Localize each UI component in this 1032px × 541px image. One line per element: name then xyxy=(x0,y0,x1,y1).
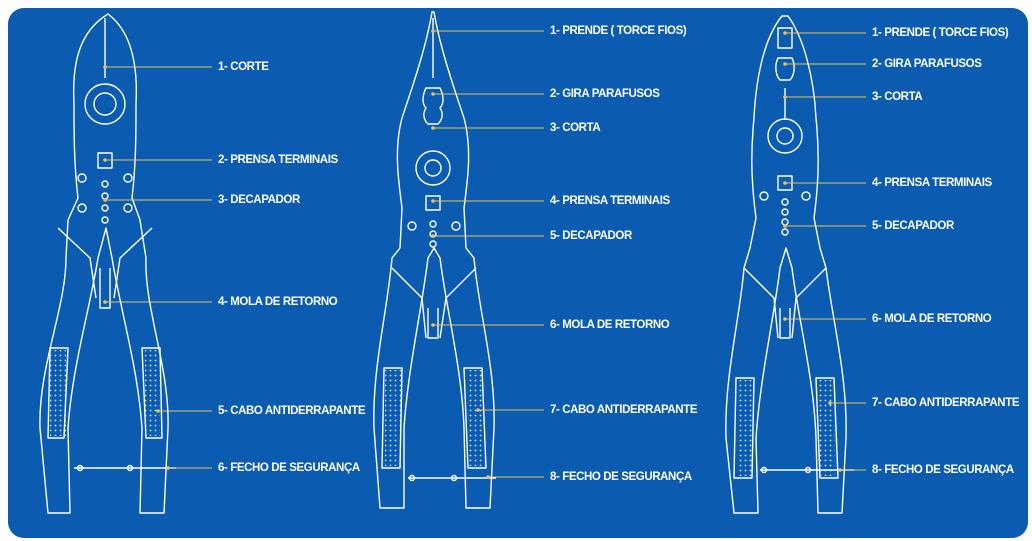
label-fecho-de-seguranca: 6- FECHO DE SEGURANÇA xyxy=(218,461,360,475)
label-mola-de-retorno: 6- MOLA DE RETORNO xyxy=(550,318,669,332)
label-prensa-terminais: 4- PRENSA TERMINAIS xyxy=(872,176,992,190)
grip-texture xyxy=(50,350,66,436)
label-decapador: 5- DECAPADOR xyxy=(550,229,632,243)
label-prende-torce-fios: 1- PRENDE ( TORCE FIOS) xyxy=(872,26,1008,40)
label-mola-de-retorno: 4- MOLA DE RETORNO xyxy=(218,295,337,309)
label-gira-parafusos: 2- GIRA PARAFUSOS xyxy=(872,57,982,71)
label-cabo-antiderrapante: 7- CABO ANTIDERRAPANTE xyxy=(550,403,697,417)
label-fecho-de-seguranca: 8- FECHO DE SEGURANÇA xyxy=(872,463,1014,477)
label-gira-parafusos: 2- GIRA PARAFUSOS xyxy=(550,87,660,101)
diagram-artwork xyxy=(8,8,1028,538)
label-corta: 3- CORTA xyxy=(550,121,600,135)
label-decapador: 5- DECAPADOR xyxy=(872,219,954,233)
label-corte: 1- CORTE xyxy=(218,60,268,74)
label-cabo-antiderrapante: 7- CABO ANTIDERRAPANTE xyxy=(872,396,1019,410)
grip-texture xyxy=(385,370,401,466)
grip-texture xyxy=(819,380,835,476)
label-decapador: 3- DECAPADOR xyxy=(218,193,300,207)
label-cabo-antiderrapante: 5- CABO ANTIDERRAPANTE xyxy=(218,404,365,418)
grip-texture xyxy=(737,380,753,476)
grip-texture xyxy=(467,370,483,466)
label-corta: 3- CORTA xyxy=(872,90,922,104)
label-fecho-de-seguranca: 8- FECHO DE SEGURANÇA xyxy=(550,470,692,484)
label-prensa-terminais: 4- PRENSA TERMINAIS xyxy=(550,194,670,208)
diagonal-cutter-icon xyxy=(40,14,176,513)
label-prende-torce-fios: 1- PRENDE ( TORCE FIOS) xyxy=(550,24,686,38)
label-mola-de-retorno: 6- MOLA DE RETORNO xyxy=(872,312,991,326)
grip-texture xyxy=(145,350,160,436)
label-prensa-terminais: 2- PRENSA TERMINAIS xyxy=(218,153,338,167)
diagram-panel: 1- CORTE 2- PRENSA TERMINAIS 3- DECAPADO… xyxy=(8,8,1028,538)
